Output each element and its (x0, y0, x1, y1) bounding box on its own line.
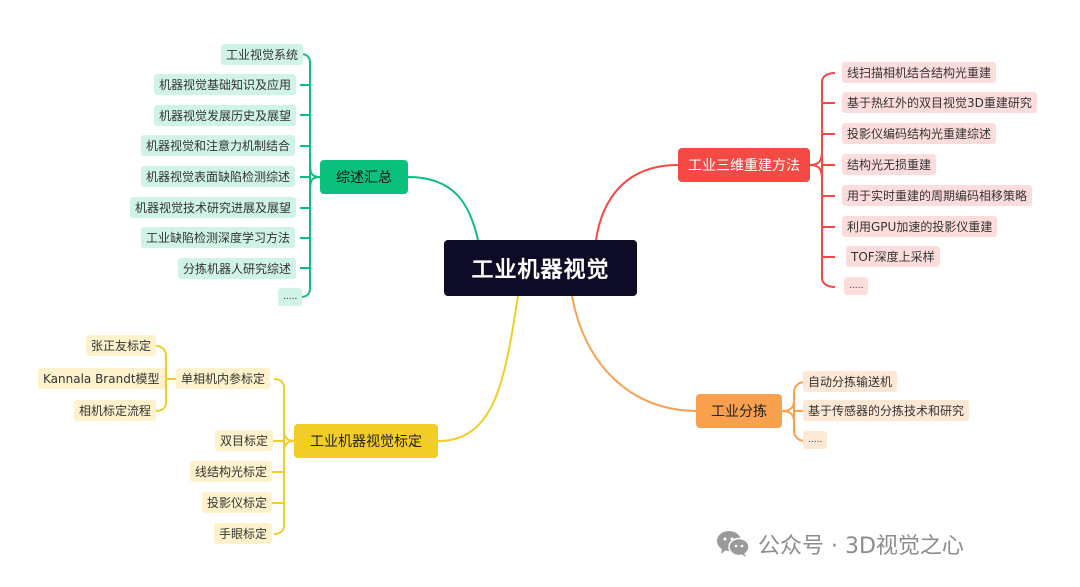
leaf-sorting-2[interactable]: 基于传感器的分拣技术和研究 (803, 400, 970, 421)
leaf-overview-2[interactable]: 机器视觉基础知识及应用 (154, 74, 297, 95)
leaf-reconstruction-2[interactable]: 基于热红外的双目视觉3D重建研究 (842, 92, 1037, 113)
leaf-reconstruction-more[interactable]: ..... (844, 277, 869, 295)
root-topic[interactable]: 工业机器视觉 (444, 240, 637, 296)
leaf-overview-5[interactable]: 机器视觉表面缺陷检测综述 (141, 166, 296, 187)
watermark-text: 公众号 · 3D视觉之心 (758, 534, 964, 559)
leaf-overview-8[interactable]: 分拣机器人研究综述 (178, 258, 297, 279)
wechat-icon (717, 531, 750, 557)
leaf-reconstruction-7[interactable]: TOF深度上采样 (846, 246, 940, 267)
branch-overview[interactable]: 综述汇总 (320, 160, 408, 194)
leaf-calibration-sub-3[interactable]: 相机标定流程 (74, 400, 157, 421)
leaf-overview-1[interactable]: 工业视觉系统 (221, 44, 304, 65)
leaf-overview-more[interactable]: ..... (278, 288, 303, 306)
leaf-overview-6[interactable]: 机器视觉技术研究进展及展望 (130, 197, 297, 218)
leaf-reconstruction-6[interactable]: 利用GPU加速的投影仪重建 (842, 216, 998, 237)
leaf-sorting-more[interactable]: ..... (803, 431, 828, 449)
leaf-reconstruction-5[interactable]: 用于实时重建的周期编码相移策略 (842, 185, 1033, 206)
leaf-calibration-sub-1[interactable]: 张正友标定 (86, 335, 157, 356)
watermark: 公众号 · 3D视觉之心 (716, 528, 964, 560)
leaf-overview-3[interactable]: 机器视觉发展历史及展望 (154, 105, 297, 126)
leaf-calibration-1[interactable]: 单相机内参标定 (176, 368, 271, 389)
leaf-overview-4[interactable]: 机器视觉和注意力机制结合 (141, 135, 296, 156)
link-root-calibration (437, 295, 519, 442)
leaf-reconstruction-1[interactable]: 线扫描相机结合结构光重建 (842, 62, 997, 83)
leaf-reconstruction-3[interactable]: 投影仪编码结构光重建综述 (842, 123, 997, 144)
branch-sorting[interactable]: 工业分拣 (696, 394, 782, 428)
leaf-calibration-4[interactable]: 投影仪标定 (202, 492, 273, 513)
leaf-overview-7[interactable]: 工业缺陷检测深度学习方法 (141, 227, 296, 248)
branch-calibration[interactable]: 工业机器视觉标定 (294, 424, 438, 458)
link-root-sorting (571, 295, 697, 412)
leaf-sorting-1[interactable]: 自动分拣输送机 (803, 371, 898, 392)
leaf-reconstruction-4[interactable]: 结构光无损重建 (842, 154, 937, 175)
bracket-reconstruction (809, 72, 836, 288)
branch-reconstruction[interactable]: 工业三维重建方法 (678, 148, 810, 182)
leaf-calibration-5[interactable]: 手眼标定 (214, 523, 273, 544)
bracket-overview (299, 53, 321, 298)
link-root-reconstruction (595, 164, 679, 241)
leaf-calibration-sub-2[interactable]: Kannala Brandt模型 (38, 368, 165, 389)
leaf-calibration-2[interactable]: 双目标定 (215, 430, 274, 451)
bracket-sorting (781, 381, 806, 442)
leaf-calibration-3[interactable]: 线结构光标定 (190, 461, 273, 482)
link-root-overview (407, 176, 479, 241)
